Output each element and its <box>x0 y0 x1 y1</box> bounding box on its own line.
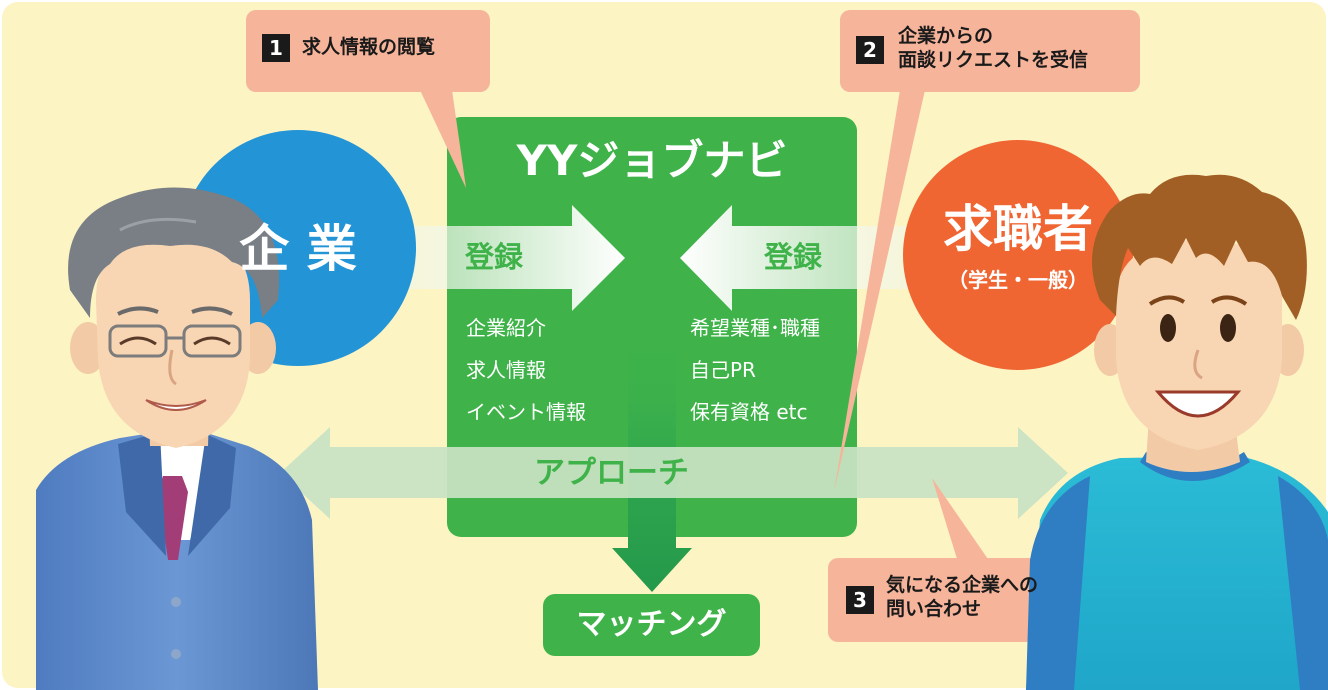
jobseeker-item: 自己PR <box>690 358 756 382</box>
callout-2-text: 面談リクエストを受信 <box>898 49 1089 71</box>
jobseeker-register-label: 登録 <box>764 240 823 274</box>
company-item: イベント情報 <box>466 400 586 424</box>
company-label: 企 業 <box>239 220 357 278</box>
callout-2-text: 企業からの <box>898 25 994 47</box>
callout-1-number: 1 <box>262 34 290 62</box>
approach-double-arrow <box>280 427 1068 519</box>
callout-3-number: 3 <box>846 586 874 614</box>
approach-label: アプローチ <box>534 455 689 491</box>
jobseeker-item: 希望業種･職種 <box>690 316 820 340</box>
callout-2-bubble <box>834 10 1140 492</box>
jobseeker-item: 保有資格 etc <box>690 400 808 424</box>
callout-3-text: 気になる企業への <box>886 574 1039 596</box>
platform-title: YYジョブナビ <box>516 136 788 185</box>
matching-label: マッチング <box>576 607 727 642</box>
company-item: 求人情報 <box>466 358 546 382</box>
callout-2-number: 2 <box>856 36 884 64</box>
callout-1-bubble <box>246 10 490 188</box>
jobseeker-circle <box>903 140 1133 370</box>
company-register-label: 登録 <box>465 240 524 274</box>
jobseeker-sublabel: （学生・一般） <box>948 268 1088 292</box>
callout-3-text: 問い合わせ <box>886 598 982 620</box>
company-register-arrow <box>388 205 625 311</box>
callout-3-bubble <box>828 478 1090 642</box>
young-man-illustration <box>1026 174 1328 690</box>
platform-box <box>447 117 857 537</box>
callout-1-text: 求人情報の閲覧 <box>302 36 436 58</box>
businessman-illustration <box>36 187 318 690</box>
company-item: 企業紹介 <box>466 316 546 340</box>
jobseeker-label: 求職者 <box>943 200 1093 258</box>
matching-box <box>543 594 760 656</box>
